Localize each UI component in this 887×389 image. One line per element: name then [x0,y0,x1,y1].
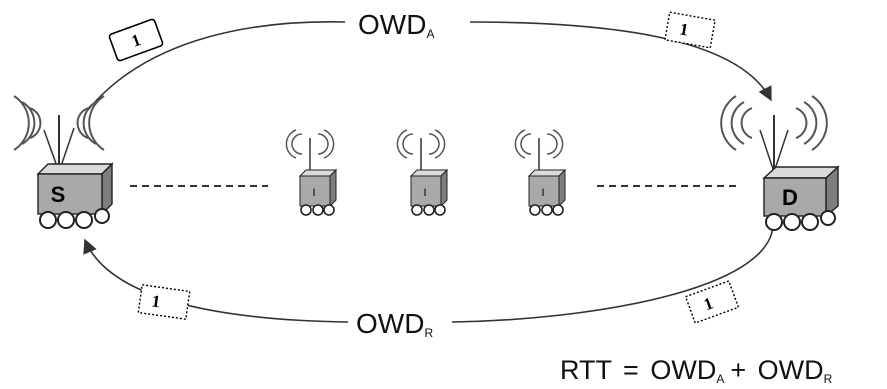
destination-node: D [720,95,840,231]
svg-text:I: I [423,187,426,199]
intermediate-node-3: I [514,129,567,216]
return-arc-left [83,238,349,323]
svg-text:1: 1 [150,291,161,311]
svg-text:S: S [51,182,66,207]
svg-text:D: D [782,185,798,210]
owd-forward-label: OWDA [358,9,434,41]
svg-text:I: I [541,187,544,199]
antenna-signal-icon [720,95,828,173]
forward-arc-left [87,21,346,111]
wheels [765,210,836,231]
return-arc-right [451,224,774,323]
source-node: S [13,95,114,229]
intermediate-node-1: I [285,129,338,216]
packet-forward-right: 1 [664,11,716,49]
forward-arc-right [469,21,772,102]
packet-return-left: 1 [137,284,191,320]
rtt-formula: RTT = OWDA+ OWDR [560,355,833,386]
svg-text:1: 1 [678,19,690,39]
wheels [39,208,110,229]
packet-forward-left: 1 [108,18,164,62]
antenna-signal-icon [396,129,446,175]
antenna-signal-icon [13,95,105,173]
antenna-signal-icon [285,129,335,175]
packet-return-right: 1 [684,280,740,324]
owd-return-label: OWDR [356,308,433,340]
intermediate-node-2: I [396,129,449,216]
svg-text:I: I [312,187,315,199]
antenna-signal-icon [514,129,564,175]
